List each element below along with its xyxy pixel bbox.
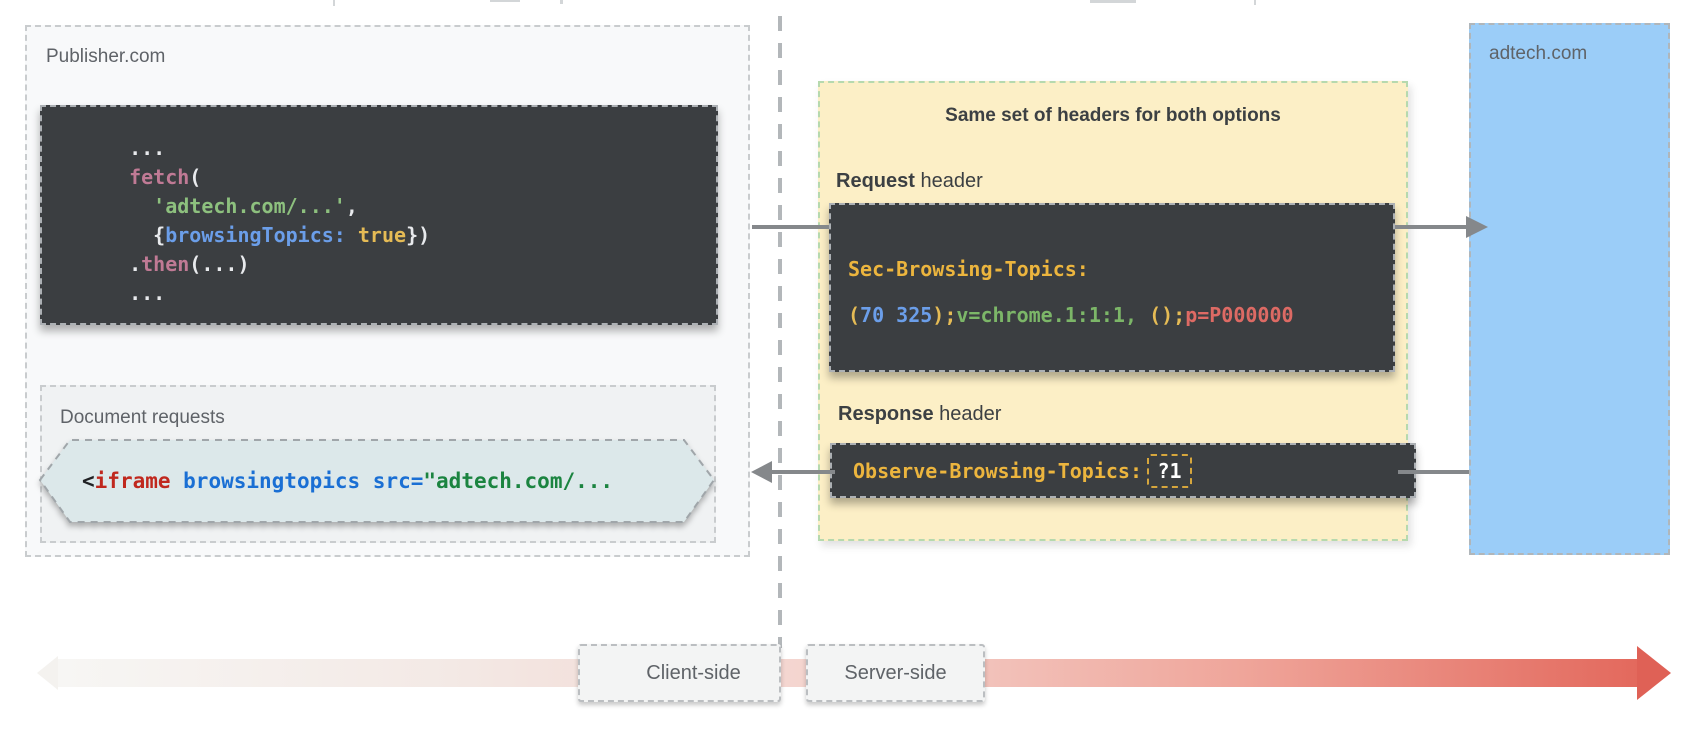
response-header-value-box: ?1 xyxy=(1146,453,1192,488)
headers-panel-title: Same set of headers for both options xyxy=(945,105,1281,126)
response-arrow-to-publisher xyxy=(771,470,835,474)
document-requests-label: Document requests xyxy=(60,407,225,428)
client-side-label-box: Client-side xyxy=(578,644,781,702)
iframe-hexagon xyxy=(38,439,716,523)
request-header-label: Request header xyxy=(836,170,983,193)
request-header-label-rest: header xyxy=(914,170,983,192)
server-side-label-box: Server-side xyxy=(806,644,985,702)
request-arrow-to-adtech xyxy=(1395,225,1469,229)
iframe-code: <iframe browsingtopics src="adtech.com/.… xyxy=(82,469,614,493)
timeline-left-arrowhead-icon xyxy=(37,656,58,690)
client-server-divider-line xyxy=(778,16,782,648)
timeline-right-arrowhead-icon xyxy=(1637,646,1671,700)
request-header-value: (70 325);v=chrome.1:1:1, ();p=P000000 xyxy=(848,303,1294,327)
publisher-label: Publisher.com xyxy=(46,46,166,67)
top-crop-artifact xyxy=(490,0,520,2)
response-header-label: Response header xyxy=(838,403,1001,426)
adtech-box: adtech.com xyxy=(1469,23,1670,555)
client-side-label: Client-side xyxy=(646,661,741,684)
top-crop-artifact xyxy=(1254,0,1256,5)
response-header-label-rest: header xyxy=(933,403,1002,425)
request-arrowhead-icon xyxy=(1466,216,1488,238)
fetch-code: ... fetch( 'adtech.com/...', {browsingTo… xyxy=(105,136,431,305)
response-header-label-bold: Response xyxy=(838,403,934,425)
top-crop-artifact xyxy=(560,0,563,4)
adtech-label: adtech.com xyxy=(1489,43,1588,64)
response-header-block: Observe-Browsing-Topics: ?1 xyxy=(830,443,1416,498)
request-header-block: Sec-Browsing-Topics: (70 325);v=chrome.1… xyxy=(829,203,1395,372)
request-header-label-bold: Request xyxy=(836,170,915,192)
response-arrow-from-adtech xyxy=(1398,470,1469,474)
request-arrow-from-publisher xyxy=(752,225,829,229)
request-header-code: Sec-Browsing-Topics: (70 325);v=chrome.1… xyxy=(831,205,1393,338)
top-crop-artifact xyxy=(333,0,335,6)
fetch-code-block: ... fetch( 'adtech.com/...', {browsingTo… xyxy=(40,105,718,325)
request-header-name: Sec-Browsing-Topics: xyxy=(848,257,1089,281)
response-arrowhead-icon xyxy=(751,461,772,483)
top-crop-artifact xyxy=(1090,0,1136,3)
server-side-label: Server-side xyxy=(844,661,947,684)
response-header-name: Observe-Browsing-Topics: xyxy=(853,458,1142,483)
